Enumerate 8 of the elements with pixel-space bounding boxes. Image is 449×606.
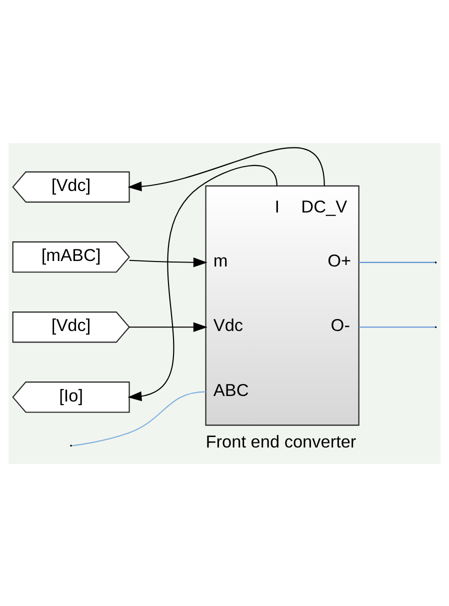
arrow: [129, 256, 208, 267]
connector: [358, 261, 436, 262]
arrow: [128, 164, 278, 401]
arrow: [128, 146, 325, 191]
connector: [358, 326, 436, 328]
node-label: Front end converter: [206, 431, 356, 452]
arrow: [129, 322, 208, 332]
connector: [72, 390, 206, 446]
